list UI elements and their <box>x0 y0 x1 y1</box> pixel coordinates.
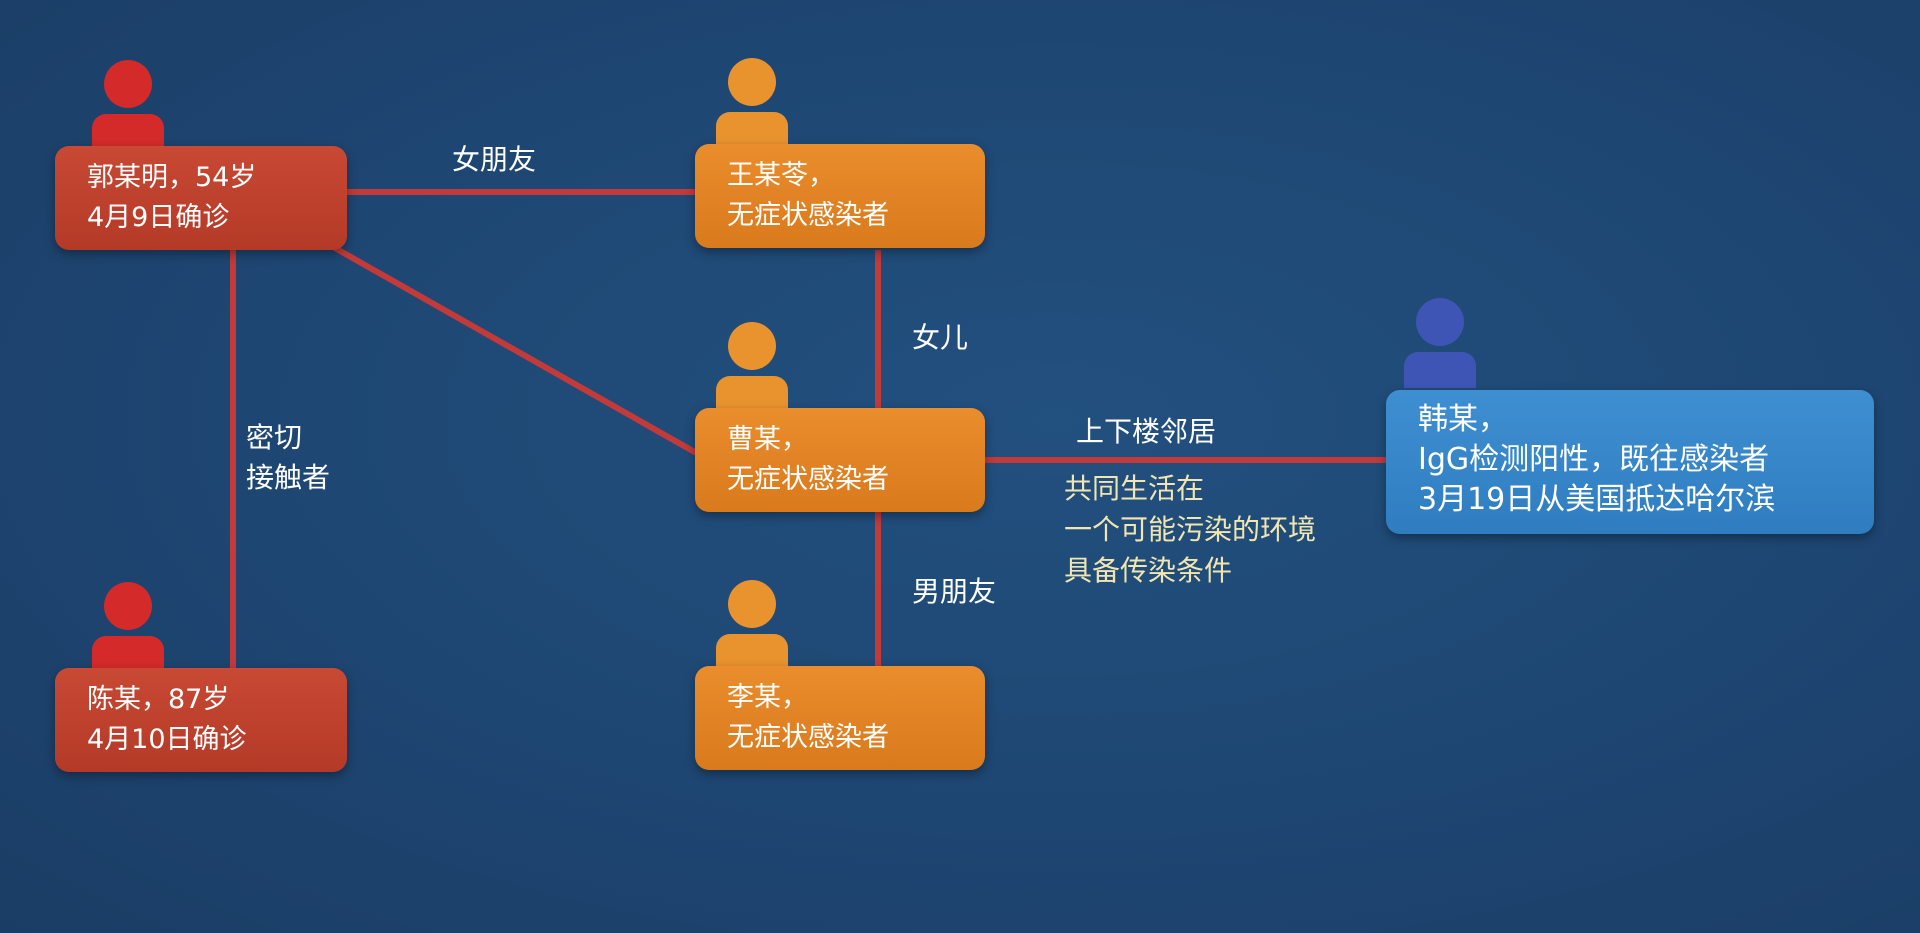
close-contact-line2: 接触者 <box>246 461 331 494</box>
node-guo: 郭某明，54岁 4月9日确诊 <box>55 146 347 250</box>
edge-label-boyfriend: 男朋友 <box>912 575 997 608</box>
neighbor-note-line1: 共同生活在 <box>1064 472 1205 505</box>
edge-label-close-contact: 密切 接触者 <box>246 418 330 498</box>
person-icon-cao <box>716 322 788 412</box>
person-icon-han <box>1404 298 1476 388</box>
node-han-line2: IgG检测阳性，既往感染者 <box>1418 442 1770 477</box>
node-wang: 王某苓， 无症状感染者 <box>695 144 985 248</box>
person-icon-wang <box>716 58 788 148</box>
node-han: 韩某， IgG检测阳性，既往感染者 3月19日从美国抵达哈尔滨 <box>1386 390 1874 534</box>
node-chen-line2: 4月10日确诊 <box>87 724 247 755</box>
person-icon-chen <box>92 582 164 672</box>
node-cao-line1: 曹某， <box>727 424 808 455</box>
person-icon-guo <box>92 60 164 150</box>
node-han-line3: 3月19日从美国抵达哈尔滨 <box>1418 482 1776 517</box>
node-guo-line2: 4月9日确诊 <box>87 202 230 233</box>
node-cao: 曹某， 无症状感染者 <box>695 408 985 512</box>
edge-label-daughter: 女儿 <box>912 321 969 354</box>
edge-label-neighbor: 上下楼邻居 <box>1076 415 1217 448</box>
node-chen-line1: 陈某，87岁 <box>87 684 230 715</box>
link-guo-cao <box>333 245 702 458</box>
node-han-line1: 韩某， <box>1418 402 1508 437</box>
edge-label-girlfriend: 女朋友 <box>452 143 537 176</box>
node-chen: 陈某，87岁 4月10日确诊 <box>55 668 347 772</box>
person-icon-li <box>716 580 788 670</box>
close-contact-line1: 密切 <box>246 421 303 454</box>
node-wang-line2: 无症状感染者 <box>727 200 889 231</box>
node-li: 李某， 无症状感染者 <box>695 666 985 770</box>
neighbor-note-line3: 具备传染条件 <box>1064 554 1233 587</box>
node-cao-line2: 无症状感染者 <box>727 464 889 495</box>
node-li-line1: 李某， <box>727 682 808 713</box>
neighbor-note: 共同生活在 一个可能污染的环境 具备传染条件 <box>1064 468 1316 591</box>
node-guo-line1: 郭某明，54岁 <box>87 162 257 193</box>
neighbor-note-line2: 一个可能污染的环境 <box>1064 513 1317 546</box>
node-wang-line1: 王某苓， <box>727 160 835 191</box>
node-li-line2: 无症状感染者 <box>727 722 889 753</box>
